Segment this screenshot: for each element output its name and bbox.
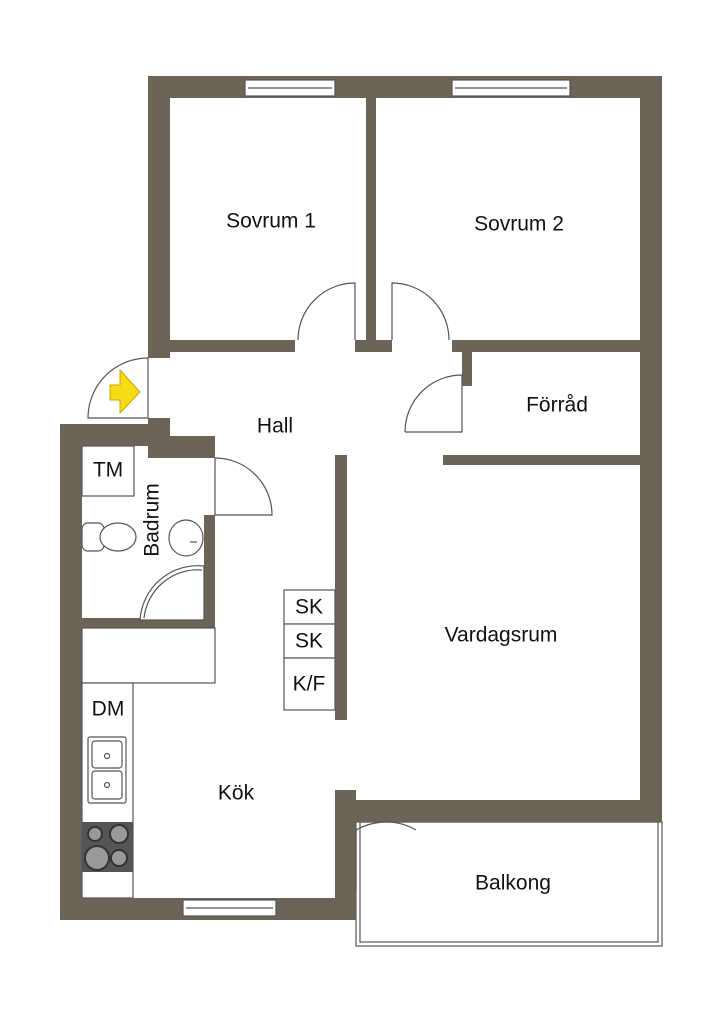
room-label-kok: Kök bbox=[218, 782, 255, 805]
door-balkong bbox=[355, 821, 417, 890]
entrance-arrow-icon bbox=[109, 368, 141, 415]
tm-box bbox=[81, 445, 135, 497]
toilet-icon bbox=[81, 522, 137, 552]
closet-kf bbox=[283, 657, 336, 711]
door-badrum bbox=[214, 457, 273, 516]
sink-icon bbox=[168, 519, 204, 557]
shower-icon bbox=[139, 565, 205, 621]
closet-sk-2 bbox=[283, 623, 336, 659]
windows bbox=[182, 79, 571, 917]
closet-sk-1 bbox=[283, 589, 336, 625]
room-label-balkong: Balkong bbox=[475, 872, 551, 895]
dm-label: DM bbox=[92, 698, 125, 721]
door-sovrum2 bbox=[391, 282, 450, 341]
kf-label: K/F bbox=[293, 673, 326, 696]
door-sovrum1 bbox=[297, 282, 356, 341]
room-label-badrum: Badrum bbox=[141, 483, 164, 557]
kitchen-fixtures: DM bbox=[81, 627, 216, 899]
door-entrance bbox=[87, 357, 149, 419]
sk2-label: SK bbox=[295, 630, 323, 653]
closets: SK SK K/F bbox=[283, 589, 336, 711]
door-forrad bbox=[404, 374, 463, 433]
window-sovrum2 bbox=[451, 79, 571, 97]
doors bbox=[87, 282, 463, 890]
stove-icon bbox=[82, 822, 133, 872]
tm-label: TM bbox=[93, 459, 123, 482]
bathroom-fixtures: TM bbox=[81, 445, 205, 621]
window-kok bbox=[182, 899, 277, 917]
room-label-sovrum2: Sovrum 2 bbox=[474, 213, 564, 236]
kitchen-sink-icon bbox=[87, 736, 127, 804]
walls bbox=[60, 76, 662, 920]
room-label-sovrum1: Sovrum 1 bbox=[226, 210, 316, 233]
room-label-forrad: Förråd bbox=[526, 394, 588, 417]
room-label-vardagsrum: Vardagsrum bbox=[445, 624, 558, 647]
room-label-hall: Hall bbox=[257, 415, 293, 438]
sk1-label: SK bbox=[295, 596, 323, 619]
counter bbox=[81, 627, 216, 684]
window-sovrum1 bbox=[244, 79, 336, 97]
